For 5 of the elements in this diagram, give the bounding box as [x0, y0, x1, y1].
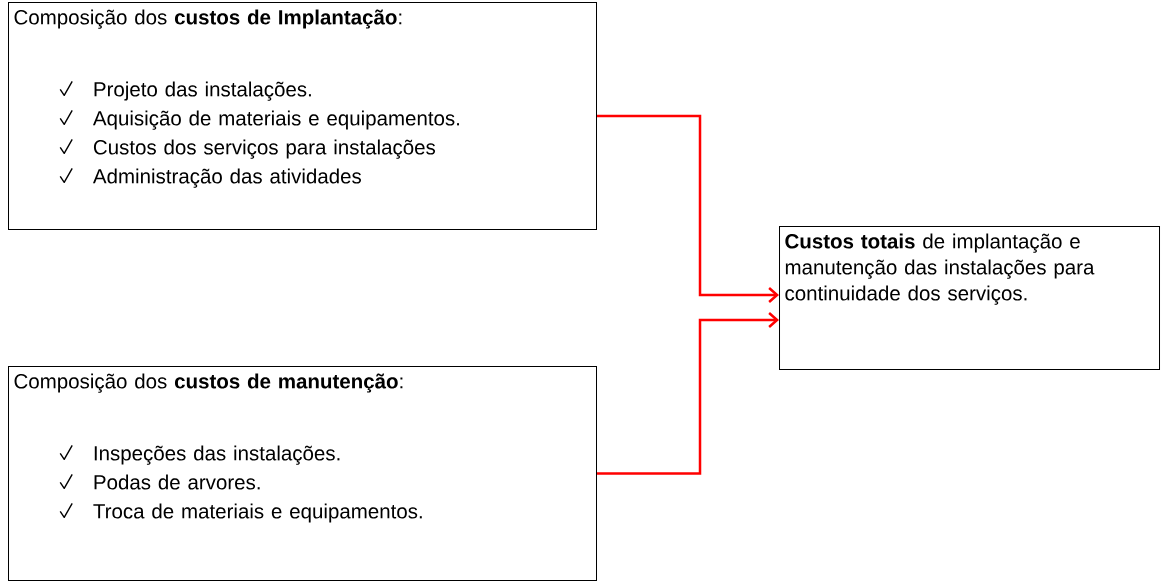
text-box: Custos totais de implantação e manutenção das instalações para continuidade dos serviços. [779, 226, 1160, 370]
text-box: Composição dos custos de Implantação: Projeto das instalações. Aquisição de materiais e equipamentos. Custos dos serviços para instalações Administração das atividades [8, 2, 597, 230]
arrow [597, 312, 779, 475]
arrow [597, 114, 779, 303]
text-box: Composição dos custos de manutenção: Inspeções das instalações. Podas de arvores. Troca de materiais e equipamentos. [8, 366, 597, 581]
